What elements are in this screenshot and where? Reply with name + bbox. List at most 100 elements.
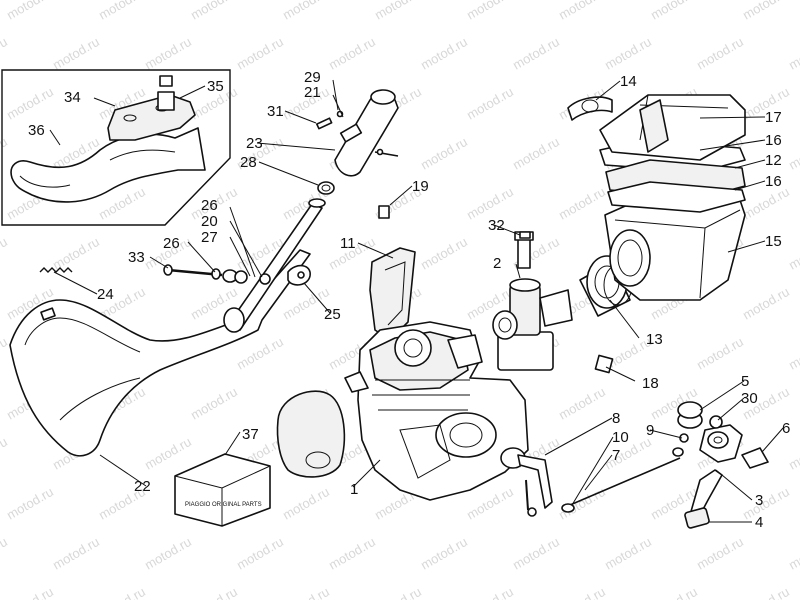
callout-15: 15 (765, 233, 782, 250)
callout-labels: 1 2 3 4 5 6 7 8 9 10 11 12 13 14 15 16 1… (28, 69, 790, 531)
watermark-text: motod.ru (648, 0, 700, 23)
watermark-text: motod.ru (418, 534, 470, 573)
bolt-set-33 (163, 264, 311, 286)
svg-text:PIAGGIO ORIGINAL PARTS: PIAGGIO ORIGINAL PARTS (185, 502, 262, 508)
watermark-text: motod.ru (556, 484, 608, 523)
watermark-text: motod.ru (280, 584, 332, 600)
callout-23: 23 (246, 135, 263, 152)
hose-14 (567, 96, 613, 121)
callout-12: 12 (765, 152, 782, 169)
header-tube (223, 198, 326, 333)
reed-cover-11 (369, 247, 416, 341)
watermark-text: motod.ru (50, 234, 102, 273)
watermark-text: motod.ru (372, 584, 424, 600)
airbox-15 (604, 194, 746, 301)
watermark-text: motod.ru (786, 134, 800, 173)
callout-26a: 26 (201, 197, 218, 214)
spring-ring-28 (317, 181, 335, 195)
watermark-text: motod.ru (740, 0, 792, 23)
watermark-text: motod.ru (142, 434, 194, 473)
callout-32: 32 (488, 217, 505, 234)
callout-33: 33 (128, 249, 145, 266)
watermark-text: motod.ru (326, 34, 378, 73)
watermark-text: motod.ru (740, 284, 792, 323)
callout-17: 17 (765, 109, 782, 126)
watermark-text: motod.ru (602, 534, 654, 573)
callout-26b: 26 (163, 235, 180, 252)
callout-24: 24 (97, 286, 114, 303)
watermark-text: motod.ru (556, 0, 608, 23)
watermark-text: motod.ru (0, 34, 10, 73)
watermark-text: motod.ru (50, 34, 102, 73)
watermark-text: motod.ru (0, 434, 10, 473)
shift-linkage (517, 447, 684, 517)
callout-18: 18 (642, 375, 659, 392)
airbox-lid-17 (599, 94, 746, 161)
watermark-text: motod.ru (464, 584, 516, 600)
callout-9: 9 (646, 422, 654, 439)
callout-30: 30 (741, 390, 758, 407)
watermark-text: motod.ru (142, 534, 194, 573)
watermark-text: motod.ru (786, 234, 800, 273)
intake-boot (447, 334, 483, 369)
rubber-4 (684, 507, 710, 529)
watermark-text: motod.ru (786, 534, 800, 573)
callout-11: 11 (340, 235, 356, 252)
callout-3: 3 (755, 492, 763, 509)
watermark-text: motod.ru (786, 434, 800, 473)
clip-18 (594, 354, 614, 374)
watermark-text: motod.ru (96, 584, 148, 600)
watermark-text: motod.ru (4, 0, 56, 23)
callout-4: 4 (755, 514, 763, 531)
watermark-text: motod.ru (234, 334, 286, 373)
carburetor-2 (492, 231, 573, 371)
watermark-text: motod.ru (740, 484, 792, 523)
watermark-text: motod.ru (50, 534, 102, 573)
watermark-text: motod.ru (510, 534, 562, 573)
callout-7: 7 (612, 447, 620, 464)
kit-box-37: PIAGGIO ORIGINAL PARTS (174, 453, 271, 527)
callout-6: 6 (782, 420, 790, 437)
callout-19: 19 (412, 178, 429, 195)
watermark-text: motod.ru (602, 34, 654, 73)
watermark-text: motod.ru (556, 384, 608, 423)
leader-lines (49, 79, 784, 523)
watermark-text: motod.ru (372, 0, 424, 23)
watermark-text: motod.ru (280, 484, 332, 523)
watermark-text: motod.ru (740, 584, 792, 600)
watermark-text: motod.ru (786, 334, 800, 373)
callout-22: 22 (134, 478, 151, 495)
watermark-text: motod.ru (694, 34, 746, 73)
watermark-text: motod.ru (96, 0, 148, 23)
watermark-text: motod.ru (142, 34, 194, 73)
gear-lever-3 (689, 424, 743, 516)
callout-35: 35 (207, 78, 224, 95)
callout-21: 21 (304, 84, 321, 101)
bolt-32 (519, 231, 531, 239)
exhaust-pipe-36 (10, 127, 206, 203)
watermark-text: motod.ru (4, 484, 56, 523)
watermark-text: motod.ru (0, 234, 10, 273)
callout-28: 28 (240, 154, 257, 171)
callout-2: 2 (493, 255, 501, 272)
watermark-text: motod.ru (326, 534, 378, 573)
watermark-text: motod.ru (418, 34, 470, 73)
callout-8: 8 (612, 410, 620, 427)
watermark-text: motod.ru (4, 584, 56, 600)
callout-34: 34 (64, 89, 81, 106)
watermark-text: motod.ru (786, 34, 800, 73)
watermark-text: motod.ru (556, 584, 608, 600)
lever-hardware (677, 401, 769, 469)
silencer-23 (334, 89, 399, 177)
watermark-text: motod.ru (280, 0, 332, 23)
clamp-35 (157, 75, 175, 111)
watermark-text: motod.ru (0, 534, 10, 573)
watermark-text: motod.ru (694, 534, 746, 573)
callout-13: 13 (646, 331, 663, 348)
callout-20: 20 (201, 213, 218, 230)
callout-16a: 16 (765, 132, 782, 149)
callout-1: 1 (350, 481, 358, 498)
callout-27: 27 (201, 229, 218, 246)
callout-37: 37 (242, 426, 259, 443)
